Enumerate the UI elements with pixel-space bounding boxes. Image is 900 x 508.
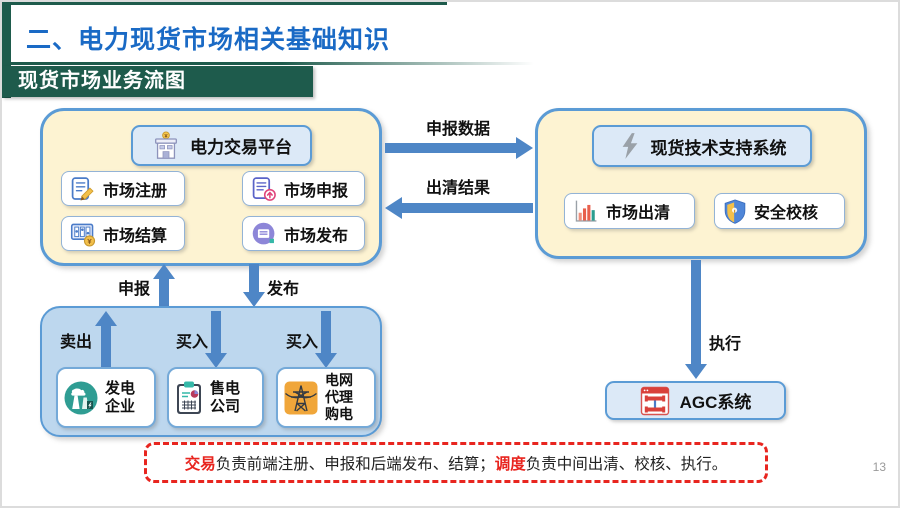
page-number: 13 — [872, 460, 886, 474]
note-text-2: 负责中间出清、校核、执行。 — [525, 455, 728, 473]
item-market-publish: 市场发布 — [242, 216, 365, 251]
shield-icon — [723, 198, 747, 225]
participants-panel: 卖出 买入 买入 发电 企业 — [40, 306, 382, 437]
entity-generation-company: 发电 企业 — [56, 367, 156, 428]
note-text-1: 负责前端注册、申报和后端发布、结算； — [215, 455, 495, 473]
trading-platform-title: 电力交易平台 — [190, 138, 292, 157]
spot-system-title: 现货技术支持系统 — [650, 138, 787, 158]
register-doc-pencil-icon — [70, 176, 96, 202]
declare-doc-upload-icon — [251, 176, 277, 202]
item-label: 市场发布 — [284, 227, 349, 245]
arrow-clear-result-left — [385, 197, 533, 219]
abacus-coin-icon — [70, 221, 96, 247]
item-market-register: 市场注册 — [61, 171, 185, 206]
flow-label-declare-data: 申报数据 — [426, 121, 491, 138]
power-plant-icon — [63, 380, 99, 416]
arrow-sell-up — [95, 311, 117, 368]
note-box: 交易负责前端注册、申报和后端发布、结算；调度负责中间出清、校核、执行。 — [144, 442, 768, 483]
agc-machine-icon — [640, 386, 670, 416]
left-accent-bar — [2, 2, 11, 98]
trading-platform-header: 电力交易平台 — [131, 125, 312, 166]
transmission-tower-icon — [283, 380, 319, 416]
item-label: 市场出清 — [606, 205, 671, 222]
top-accent-line — [2, 2, 447, 5]
trading-platform-panel: 电力交易平台 市场注册 市场申报 — [40, 108, 382, 266]
publish-doc-icon — [251, 221, 277, 247]
flow-label-sell: 卖出 — [60, 334, 93, 351]
arrow-declare-data-right — [385, 137, 533, 159]
bar-chart-icon — [573, 198, 599, 224]
flow-label-clear-result: 出清结果 — [426, 180, 491, 197]
arrow-publish-down — [243, 264, 265, 307]
entity-grid-agent: 电网 代理 购电 — [276, 367, 376, 428]
entity-label: 发电 企业 — [105, 379, 136, 415]
item-label: 安全校核 — [754, 205, 819, 222]
flow-label-publish: 发布 — [267, 281, 300, 298]
item-market-clearing: 市场出清 — [564, 193, 695, 229]
flow-label-execute: 执行 — [709, 336, 742, 353]
agc-system-box: AGC系统 — [605, 381, 786, 420]
entity-retail-company: 售电 公司 — [167, 367, 264, 428]
entity-label: 电网 代理 购电 — [325, 372, 353, 422]
arrow-execute-down — [685, 260, 707, 379]
flow-label-buy-2: 买入 — [286, 334, 319, 351]
flow-label-buy-1: 买入 — [176, 334, 209, 351]
section-banner: 现货市场业务流图 — [2, 66, 313, 97]
entity-label: 售电 公司 — [210, 379, 241, 415]
item-label: 市场结算 — [103, 227, 168, 245]
item-label: 市场注册 — [103, 182, 168, 200]
item-label: 市场申报 — [284, 182, 349, 200]
building-icon — [151, 130, 181, 161]
spot-system-panel: 现货技术支持系统 市场出清 — [535, 108, 867, 259]
note-highlight-dispatch: 调度 — [494, 455, 526, 473]
page-title: 二、电力现货市场相关基础知识 — [26, 26, 391, 54]
flow-label-declare: 申报 — [118, 281, 151, 298]
arrow-buy-1-down — [205, 311, 227, 368]
arrow-declare-up — [153, 264, 175, 307]
item-market-declare: 市场申报 — [242, 171, 365, 206]
note-highlight-trading: 交易 — [184, 455, 216, 473]
item-market-settle: 市场结算 — [61, 216, 185, 251]
lightning-icon — [618, 132, 642, 160]
title-divider-line — [2, 62, 562, 65]
clipboard-chart-icon — [174, 380, 204, 416]
agc-label: AGC系统 — [679, 393, 752, 412]
spot-system-header: 现货技术支持系统 — [592, 125, 812, 167]
item-security-check: 安全校核 — [714, 193, 845, 229]
arrow-buy-2-down — [315, 311, 337, 368]
